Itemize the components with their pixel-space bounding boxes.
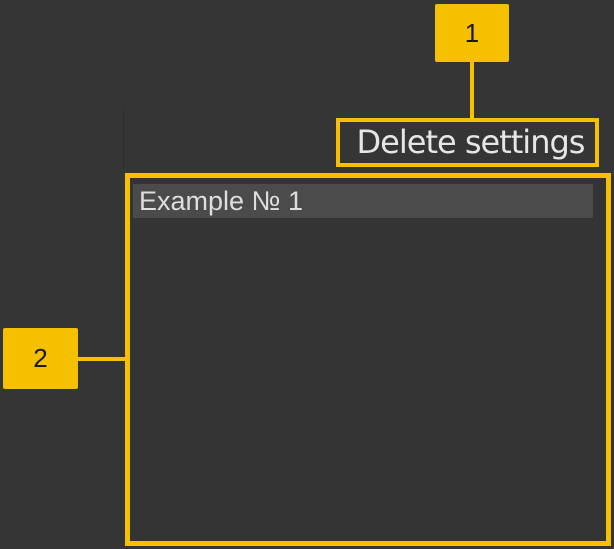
callout-2-leader-line (78, 357, 128, 361)
callout-1-leader-line (470, 62, 474, 120)
callout-2-badge: 2 (3, 328, 78, 389)
callout-1-badge: 1 (435, 4, 509, 62)
list-item[interactable]: Example № 1 (133, 184, 593, 218)
panel-divider (123, 110, 124, 170)
delete-settings-button[interactable]: Delete settings (336, 118, 599, 167)
settings-list[interactable]: Example № 1 (125, 173, 611, 546)
delete-settings-label: Delete settings (356, 123, 586, 161)
